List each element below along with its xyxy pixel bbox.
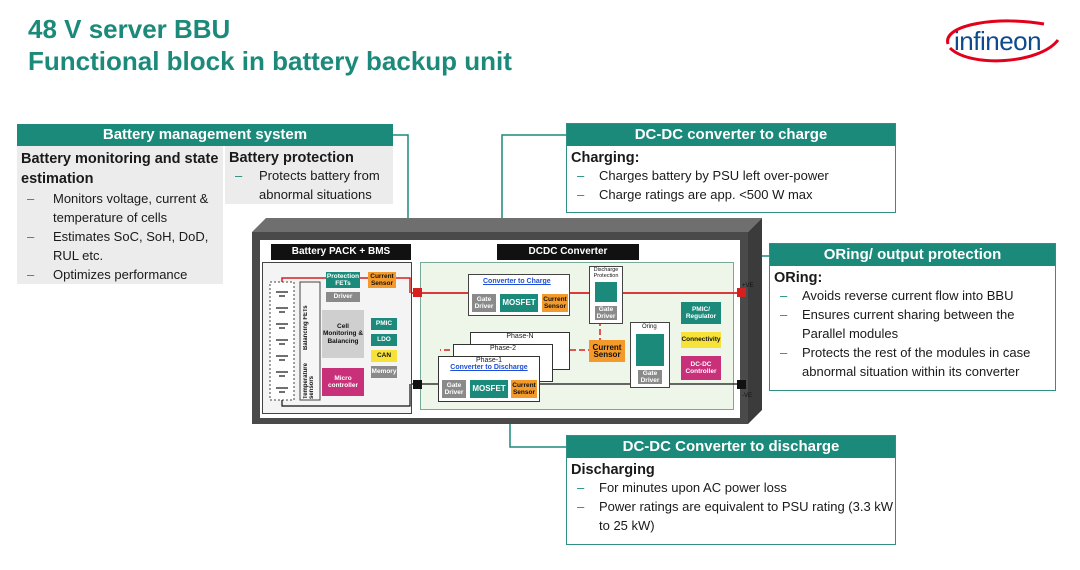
bms-monitoring-panel: Battery monitoring and state estimation … xyxy=(17,146,223,284)
list-item: Protects the rest of the modules in case… xyxy=(770,343,1055,381)
protection-fets-block: Protection FETs xyxy=(326,272,360,288)
discharge-title: Discharging xyxy=(571,462,655,478)
discharge-callout: DC-DC Converter to discharge Discharging… xyxy=(566,435,896,545)
bms-protection-title: Battery protection xyxy=(229,150,354,166)
converter-to-discharge-label: Converter to Discharge xyxy=(450,364,528,371)
list-item: For minutes upon AC power loss xyxy=(567,478,895,497)
converter-to-charge-label: Converter to Charge xyxy=(483,278,551,285)
bms-protection-panel: Battery protection Protects battery from… xyxy=(225,146,393,204)
bms-callout-header: Battery management system xyxy=(17,124,393,146)
dcdc-controller-block: DC-DC Controller xyxy=(681,356,721,380)
bms-protection-list: Protects battery from abnormal situation… xyxy=(225,166,393,204)
bms-monitoring-title: Battery monitoring and state estimation xyxy=(21,151,219,187)
plus-ve-label: +VE xyxy=(742,283,754,289)
phase-2-label: Phase-2 xyxy=(489,345,517,352)
pmic-regulator-block: PMIC/ Regulator xyxy=(681,302,721,324)
discharge-gate-driver-2-block: Gate Driver xyxy=(442,380,466,398)
bms-monitoring-list: Monitors voltage, current & temperature … xyxy=(17,189,223,284)
charge-callout-header: DC-DC converter to charge xyxy=(567,124,895,146)
logo-swoosh-icon xyxy=(946,19,1060,63)
pack-label: Battery PACK + BMS xyxy=(271,244,411,260)
discharge-current-sensor-block: Current Sensor xyxy=(511,380,537,398)
pmic-block: PMIC xyxy=(371,318,397,330)
bms-driver-block: Driver xyxy=(326,292,360,302)
list-item: Protects battery from abnormal situation… xyxy=(225,166,393,204)
logo-text: infineon xyxy=(954,26,1042,56)
list-item: Power ratings are equivalent to PSU rati… xyxy=(567,497,895,535)
charge-current-sensor-block: Current Sensor xyxy=(542,294,568,312)
list-item: Charges battery by PSU left over-power xyxy=(567,166,895,185)
oring-gate-driver-block: Gate Driver xyxy=(638,370,662,384)
list-item: Monitors voltage, current & temperature … xyxy=(17,189,223,227)
micro-controller-block: Micro controller xyxy=(322,368,364,396)
dcdc-label: DCDC Converter xyxy=(497,244,639,260)
discharge-callout-header: DC-DC Converter to discharge xyxy=(567,436,895,458)
can-block: CAN xyxy=(371,350,397,362)
oring-list: Avoids reverse current flow into BBU Ens… xyxy=(770,286,1055,381)
charge-mosfet-block: MOSFET xyxy=(500,294,538,312)
oring-callout-header: ORing/ output protection xyxy=(770,244,1055,266)
list-item: Estimates SoC, SoH, DoD, RUL etc. xyxy=(17,227,223,265)
discharge-list: For minutes upon AC power loss Power rat… xyxy=(567,478,895,535)
charge-gate-driver-block: Gate Driver xyxy=(472,294,496,312)
oring-callout: ORing/ output protection ORing: Avoids r… xyxy=(769,243,1056,391)
phase-n-label: Phase-N xyxy=(506,333,534,340)
discharge-gate-driver-block: Gate Driver xyxy=(595,305,617,320)
discharge-mosfet-block: MOSFET xyxy=(470,380,508,398)
charge-title: Charging: xyxy=(571,150,640,166)
ldo-block: LDO xyxy=(371,334,397,346)
oring-fet-icon xyxy=(636,334,664,366)
temperature-sensors-label: Temperature sensors xyxy=(303,363,315,399)
discharge-protection-label: Discharge Protection xyxy=(593,267,619,279)
charge-list: Charges battery by PSU left over-power C… xyxy=(567,166,895,204)
cell-monitoring-block: Cell Monitoring & Balancing xyxy=(322,310,364,358)
balancing-fets-label: Balancing FETs xyxy=(303,305,309,350)
oring-label: Oring xyxy=(642,324,657,330)
list-item: Optimizes performance xyxy=(17,265,223,284)
bms-current-sensor-block: Current Sensor xyxy=(368,272,396,288)
discharge-protection-fet-icon xyxy=(595,282,617,302)
slide-title: 48 V server BBU xyxy=(28,14,231,44)
bms-callout: Battery management system xyxy=(17,124,393,146)
phase-1-label: Phase-1 xyxy=(475,357,503,364)
connectivity-block: Connectivity xyxy=(681,332,721,348)
main-current-sensor-block: Current Sensor xyxy=(589,340,625,362)
memory-block: Memory xyxy=(371,366,397,378)
charge-callout: DC-DC converter to charge Charging: Char… xyxy=(566,123,896,213)
list-item: Charge ratings are app. <500 W max xyxy=(567,185,895,204)
list-item: Ensures current sharing between the Para… xyxy=(770,305,1055,343)
list-item: Avoids reverse current flow into BBU xyxy=(770,286,1055,305)
slide-subtitle: Functional block in battery backup unit xyxy=(28,46,512,76)
oring-title: ORing: xyxy=(774,270,823,286)
infineon-logo: infineon xyxy=(940,14,1062,66)
minus-ve-label: -VE xyxy=(742,393,753,399)
